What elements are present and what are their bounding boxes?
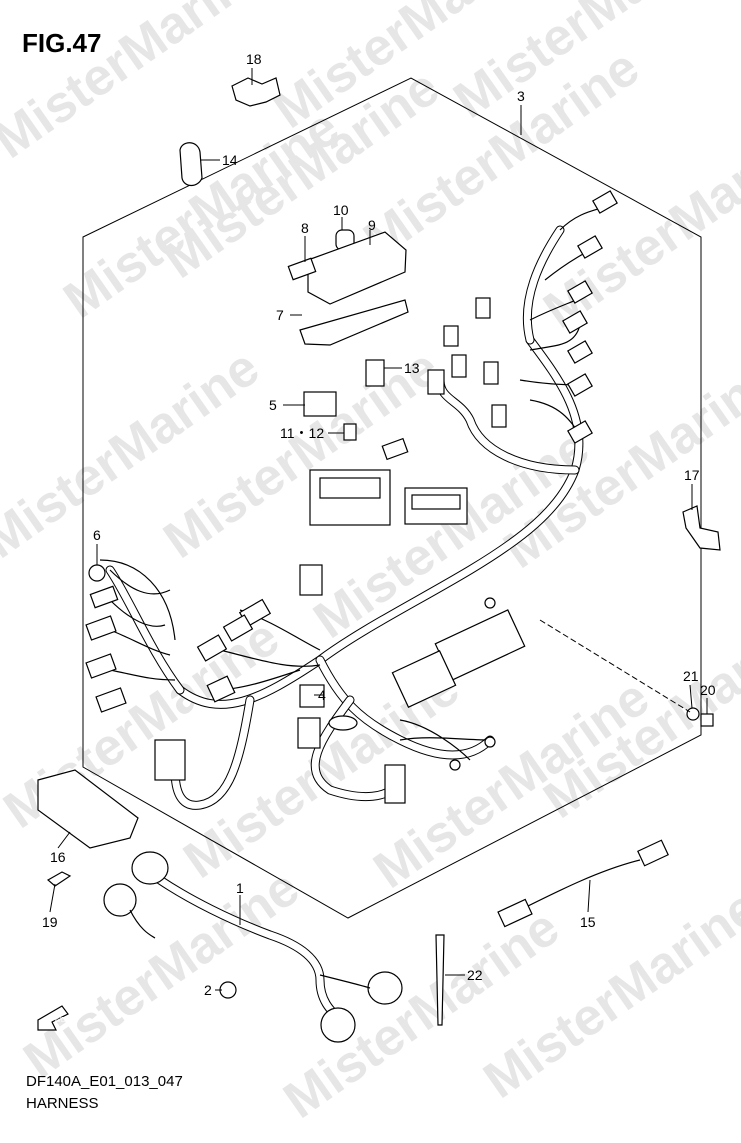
callout-4: 4: [318, 687, 326, 703]
part-2-nut: [219, 981, 237, 999]
leader-lines: [49, 68, 708, 991]
callout-11-12: 11・12: [280, 425, 324, 441]
part-14-cap: [179, 142, 203, 187]
callout-2: 2: [204, 982, 212, 998]
callout-labels: 18 14 3 10 9 8 7 13 5 11・12 6 17 4 21 20…: [42, 51, 716, 998]
part-20-nut: [700, 713, 714, 727]
part-22-tie: [435, 934, 445, 1026]
part-4-relay: [299, 684, 325, 708]
callout-16: 16: [50, 849, 66, 865]
assembly-frame: [82, 77, 702, 919]
callout-15: 15: [580, 914, 596, 930]
callout-7: 7: [276, 307, 284, 323]
svg-text:MisterMarine: MisterMarine: [14, 858, 310, 1089]
harness-connectors: [85, 190, 618, 804]
callout-14: 14: [222, 152, 238, 168]
part-8-clip: [287, 257, 317, 281]
diagram-caption: HARNESS: [26, 1095, 99, 1112]
diagram-code: DF140A_E01_013_047: [26, 1073, 183, 1090]
part-13-fuse: [365, 359, 385, 387]
callout-9: 9: [368, 217, 376, 233]
callout-8: 8: [301, 220, 309, 236]
callout-10: 10: [333, 202, 349, 218]
callout-20: 20: [700, 682, 716, 698]
part-18-clip: [231, 77, 281, 107]
callout-1: 1: [236, 880, 244, 896]
part-21-washer: [686, 707, 700, 721]
callout-5: 5: [269, 397, 277, 413]
part-19-screw: [46, 871, 72, 887]
callout-18: 18: [246, 51, 262, 67]
part-17-bracket: [682, 505, 721, 551]
callout-3: 3: [517, 88, 525, 104]
callout-13: 13: [404, 360, 420, 376]
part-7-bracket: [299, 299, 409, 346]
loose-parts: [37, 77, 721, 1043]
part-9-box: [307, 231, 407, 305]
callout-19: 19: [42, 914, 58, 930]
part-5-relay: [303, 391, 337, 417]
callout-21: 21: [683, 668, 699, 684]
figure-title: FIG.47: [22, 28, 102, 58]
fwd-arrow-icon: FWD: [37, 1005, 69, 1031]
svg-text:FWD: FWD: [50, 1017, 66, 1024]
callout-22: 22: [467, 967, 483, 983]
part-15-harness: [519, 859, 641, 911]
callout-6: 6: [93, 527, 101, 543]
callout-17: 17: [684, 467, 700, 483]
part-16-bracket: [37, 769, 139, 849]
part-11-12-fuse: [343, 423, 357, 441]
